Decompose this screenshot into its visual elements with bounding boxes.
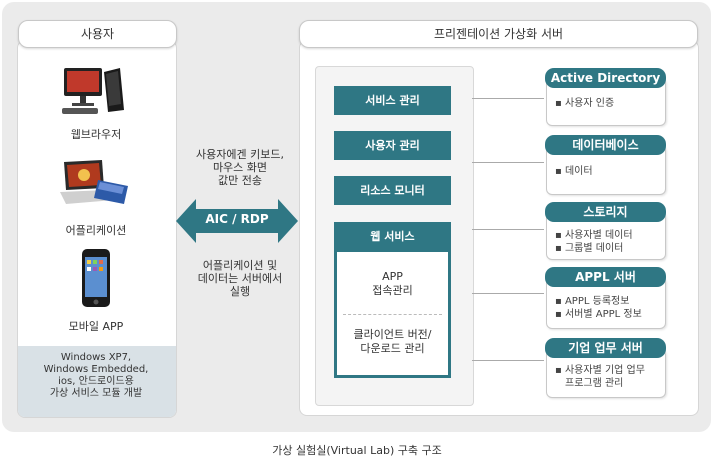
web-service-title: 웹 서비스 bbox=[334, 222, 451, 252]
connector-line bbox=[472, 360, 544, 361]
module-title-storage: 스토리지 bbox=[545, 202, 666, 222]
user-panel bbox=[17, 40, 177, 418]
double-arrow-icon bbox=[176, 199, 298, 243]
connector-line bbox=[472, 229, 544, 230]
user-management-box: 사용자 관리 bbox=[334, 131, 451, 160]
user-footer bbox=[18, 346, 176, 417]
smartphone-icon bbox=[82, 249, 110, 307]
diagram-caption: 가상 실험실(Virtual Lab) 구축 구조 bbox=[272, 444, 442, 457]
resource-monitor-box: 리소스 모니터 bbox=[334, 176, 451, 205]
desktop-icon bbox=[62, 68, 124, 114]
web-service-item-client: 클라이언트 버전/ 다운로드 관리 bbox=[353, 328, 432, 355]
top-note: 사용자에겐 키보드, 마우스 화면 값만 전송 bbox=[196, 148, 284, 187]
connector-line bbox=[472, 98, 544, 99]
web-service-divider bbox=[343, 314, 442, 315]
laptop-icon bbox=[60, 160, 128, 204]
module-title-appl-server: APPL 서버 bbox=[545, 267, 666, 287]
module-title-active-directory: Active Directory bbox=[545, 68, 666, 88]
user-footer-text: Windows XP7, Windows Embedded, ios, 안드로이… bbox=[43, 352, 149, 399]
module-title-database: 데이터베이스 bbox=[545, 135, 666, 155]
device-label-app: 어플리케이션 bbox=[65, 224, 127, 237]
device-label-mobile: 모바일 APP bbox=[68, 320, 124, 333]
server-panel-title: 프리젠테이션 가상화 서버 bbox=[299, 20, 698, 48]
web-service-item-app: APP 접속관리 bbox=[372, 270, 413, 297]
device-label-web: 웹브라우저 bbox=[70, 128, 122, 141]
module-title-enterprise-server: 기업 업무 서버 bbox=[545, 338, 666, 358]
bottom-note: 어플리케이션 및 데이터는 서버에서 실행 bbox=[197, 259, 283, 298]
connector-line bbox=[472, 162, 544, 163]
arrow-label: AIC / RDP bbox=[205, 212, 269, 226]
connector-line bbox=[472, 293, 544, 294]
service-management-box: 서비스 관리 bbox=[334, 86, 451, 115]
user-panel-title: 사용자 bbox=[18, 20, 177, 48]
